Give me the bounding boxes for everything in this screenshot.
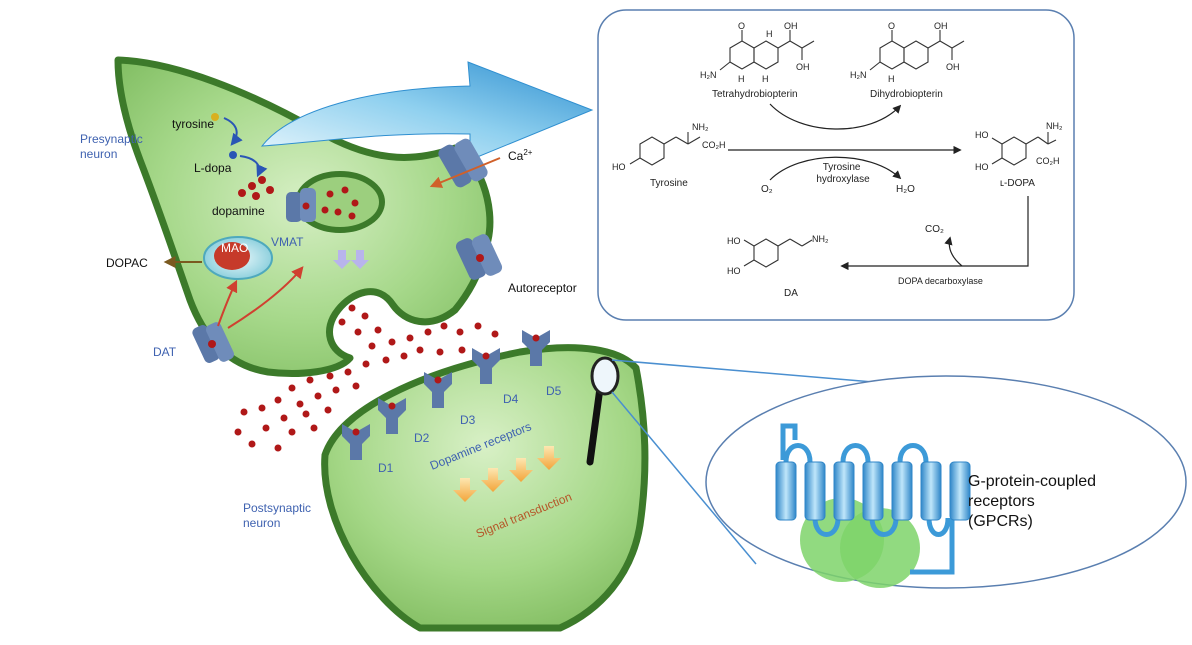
mao-label: MAO [221, 241, 248, 255]
signal-arrows [453, 446, 561, 502]
cytosolic-dopamine [238, 176, 274, 200]
ldopa-ho-bottom: HO [975, 162, 989, 172]
dat-reuptake-arrow-mao [217, 279, 238, 327]
calcium-influx-arrow [429, 157, 501, 188]
postsynaptic-label-line2: neuron [243, 516, 280, 530]
autoreceptor-label: Autoreceptor [508, 281, 577, 295]
gpcr-label-line2: receptors [968, 493, 1035, 510]
tetrahydrobiopterin-structure: O H OH OH H₂N H H [700, 21, 815, 84]
receptor-label-d4: D4 [503, 392, 519, 406]
postsynaptic-label-line1: Postsynaptic [243, 501, 311, 515]
ldopa-ho-top: HO [975, 130, 989, 140]
bh2-h2n: H₂N [850, 70, 867, 80]
o2-label: O₂ [761, 184, 773, 195]
bh4-h-top: H [766, 29, 773, 39]
magnifier [586, 356, 620, 466]
decarboxylase-label: DOPA decarboxylase [898, 276, 983, 286]
tyrosine-label: tyrosine [172, 117, 214, 131]
ldopa-structure: HO HO NH₂ CO₂H [975, 121, 1063, 172]
tetrahydrobiopterin-label: Tetrahydrobiopterin [712, 89, 798, 100]
bh4-o: O [738, 21, 745, 31]
bh2-oh-bottom: OH [946, 62, 960, 72]
calcium-channel [438, 138, 488, 188]
ldopa-co2h: CO₂H [1036, 156, 1060, 166]
receptor-label-d5: D5 [546, 384, 562, 398]
enzyme-label: Tyrosine hydroxylase [816, 162, 870, 185]
tyrosine-structure-label: Tyrosine [650, 178, 688, 189]
receptor-d1 [342, 424, 370, 460]
postsynaptic-neuron [321, 344, 649, 632]
dopac-label: DOPAC [106, 256, 148, 270]
enzyme-label-line1: Tyrosine [823, 162, 861, 173]
enzyme-label-line2: hydroxylase [816, 174, 870, 185]
calcium-ion: Ca [508, 149, 524, 163]
h2o-label: H₂O [896, 184, 915, 195]
presynaptic-label-line2: neuron [80, 147, 117, 161]
tyrosine-co2h: CO₂H [702, 140, 726, 150]
biosynthesis-panel: O H OH OH H₂N H H Tetrahydrobiopterin O … [597, 9, 1075, 321]
bh4-h2n: H₂N [700, 70, 717, 80]
receptor-d4 [472, 348, 500, 384]
calcium-label: Ca2+ [508, 148, 533, 163]
release-arrows [333, 250, 369, 269]
dihydrobiopterin-structure: O OH OH H₂N H [850, 21, 965, 84]
tyrosine-to-ldopa-arrow [223, 117, 243, 146]
receptor-d2 [378, 398, 406, 434]
da-ho-bottom: HO [727, 266, 741, 276]
dat-transporter [192, 322, 235, 363]
receptor-label-d3: D3 [460, 413, 476, 427]
tyrosine-structure: NH₂ CO₂H HO [612, 122, 726, 172]
postsynaptic-label: Postsynaptic neuron [243, 501, 314, 530]
zoom-line-bottom [611, 391, 757, 565]
synaptic-cleft-dopamine [234, 304, 499, 452]
dat-reuptake-arrow-vmat [227, 266, 304, 329]
da-nh2: NH₂ [812, 234, 829, 244]
ldopa-to-dopamine-arrow [239, 155, 268, 178]
bh4-h-bottom-1: H [738, 74, 745, 84]
bh2-oh-top: OH [934, 21, 948, 31]
tyrosine-molecule [211, 113, 219, 121]
bh4-h-bottom-2: H [762, 74, 769, 84]
gpcr-label: G-protein-coupled receptors (GPCRs) [968, 473, 1101, 530]
receptor-d3 [424, 372, 452, 408]
tyrosine-ho: HO [612, 162, 626, 172]
gpcr-label-line3: (GPCRs) [968, 513, 1033, 530]
dopamine-label: dopamine [212, 204, 265, 218]
receptor-label-d2: D2 [414, 431, 430, 445]
presynaptic-label: Presynaptic neuron [80, 132, 146, 161]
mao-mitochondrion: MAO [203, 236, 273, 280]
calcium-charge: 2+ [523, 148, 532, 157]
pathway-zoom-arrow [260, 61, 594, 161]
dihydrobiopterin-label: Dihydrobiopterin [870, 89, 943, 100]
o2-h2o-arrow [769, 156, 902, 181]
decarboxylation-arrow [840, 196, 1029, 271]
tyrosine-nh2: NH₂ [692, 122, 709, 132]
ldopa-nh2: NH₂ [1046, 121, 1063, 131]
bh2-o: O [888, 21, 895, 31]
bh4-oh-bottom: OH [796, 62, 810, 72]
presynaptic-label-line1: Presynaptic [80, 132, 143, 146]
vmat-transporter [286, 188, 316, 222]
ldopa-molecule [229, 151, 237, 159]
vmat-label: VMAT [271, 235, 304, 249]
gpcr-zoom: G-protein-coupled receptors (GPCRs) [705, 375, 1187, 589]
cofactor-arrow [769, 103, 902, 130]
dat-label: DAT [153, 345, 177, 359]
da-label: DA [784, 288, 798, 299]
receptor-d5 [522, 330, 550, 366]
dopamine-structure: HO HO NH₂ [727, 234, 829, 276]
ldopa-label: L-dopa [194, 161, 232, 175]
bh2-h-bottom: H [888, 74, 895, 84]
ldopa-structure-label: ʟ-DOPA [1000, 178, 1035, 189]
da-ho-top: HO [727, 236, 741, 246]
bh4-oh-top: OH [784, 21, 798, 31]
co2-label: CO₂ [925, 224, 944, 235]
co2-release-arrow [944, 236, 963, 267]
autoreceptor [455, 234, 503, 280]
receptor-label-d1: D1 [378, 461, 394, 475]
gpcr-label-line1: G-protein-coupled [968, 473, 1096, 490]
